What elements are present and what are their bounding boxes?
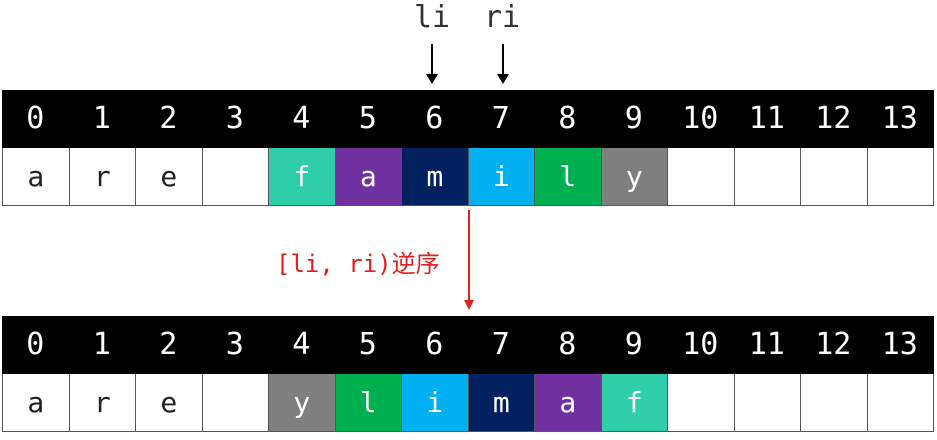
array-cell	[801, 374, 868, 432]
index-cell: 9	[624, 101, 643, 136]
index-cell: 0	[26, 327, 45, 362]
array-cell: i	[402, 374, 469, 432]
pointer-arrow-li-head	[426, 74, 438, 84]
array-cell: e	[136, 374, 203, 432]
index-cell: 11	[748, 101, 785, 136]
pointer-arrow-ri-head	[497, 74, 509, 84]
array-cell	[668, 374, 735, 432]
array-cell: m	[468, 374, 535, 432]
index-cell: 6	[425, 327, 444, 362]
array-cell	[734, 374, 801, 432]
index-cell: 13	[881, 327, 918, 362]
array-cell: l	[335, 374, 402, 432]
index-cell: 1	[92, 327, 111, 362]
index-cell: 12	[815, 101, 852, 136]
array-cell: a	[3, 374, 70, 432]
index-cell: 11	[748, 327, 785, 362]
index-cell: 1	[92, 101, 111, 136]
array-cell: m	[402, 148, 469, 206]
array-cell	[202, 148, 269, 206]
index-cell: 10	[682, 327, 719, 362]
index-cell: 13	[881, 101, 918, 136]
pointer-label-ri: ri	[483, 0, 521, 35]
array-cell: f	[601, 374, 668, 432]
array-cell: f	[269, 148, 336, 206]
array-cell: y	[269, 374, 336, 432]
array-cell: a	[535, 374, 602, 432]
index-cell: 9	[624, 327, 643, 362]
index-cell: 7	[491, 327, 510, 362]
operation-arrow-shaft	[468, 210, 470, 302]
pointer-label-li: li	[413, 0, 451, 35]
array-cell	[801, 148, 868, 206]
index-cell: 10	[682, 101, 719, 136]
pointer-arrow-li-shaft	[431, 44, 433, 76]
array-cell: r	[69, 148, 136, 206]
index-cell: 4	[292, 101, 311, 136]
operation-arrow-head	[464, 300, 474, 310]
array-cell: e	[136, 148, 203, 206]
index-cell: 8	[558, 327, 577, 362]
array-cell	[734, 148, 801, 206]
index-cell: 8	[558, 101, 577, 136]
index-cell: 3	[225, 101, 244, 136]
array-cell: a	[335, 148, 402, 206]
operation-label: [li, ri)逆序	[276, 250, 440, 278]
array-cell: i	[468, 148, 535, 206]
index-cell: 12	[815, 327, 852, 362]
array-cell	[867, 148, 934, 206]
index-cell: 6	[425, 101, 444, 136]
pointer-arrow-ri-shaft	[502, 44, 504, 76]
index-cell: 0	[26, 101, 45, 136]
array-cell: l	[535, 148, 602, 206]
array-cell: y	[601, 148, 668, 206]
index-cell: 5	[358, 101, 377, 136]
index-cell: 4	[292, 327, 311, 362]
array-cell	[867, 374, 934, 432]
index-cell: 5	[358, 327, 377, 362]
index-cell: 3	[225, 327, 244, 362]
index-cell: 7	[491, 101, 510, 136]
index-cell: 2	[159, 327, 178, 362]
index-cell: 2	[159, 101, 178, 136]
array-cell	[202, 374, 269, 432]
array-cell: r	[69, 374, 136, 432]
array-cell	[668, 148, 735, 206]
array-cell: a	[3, 148, 70, 206]
